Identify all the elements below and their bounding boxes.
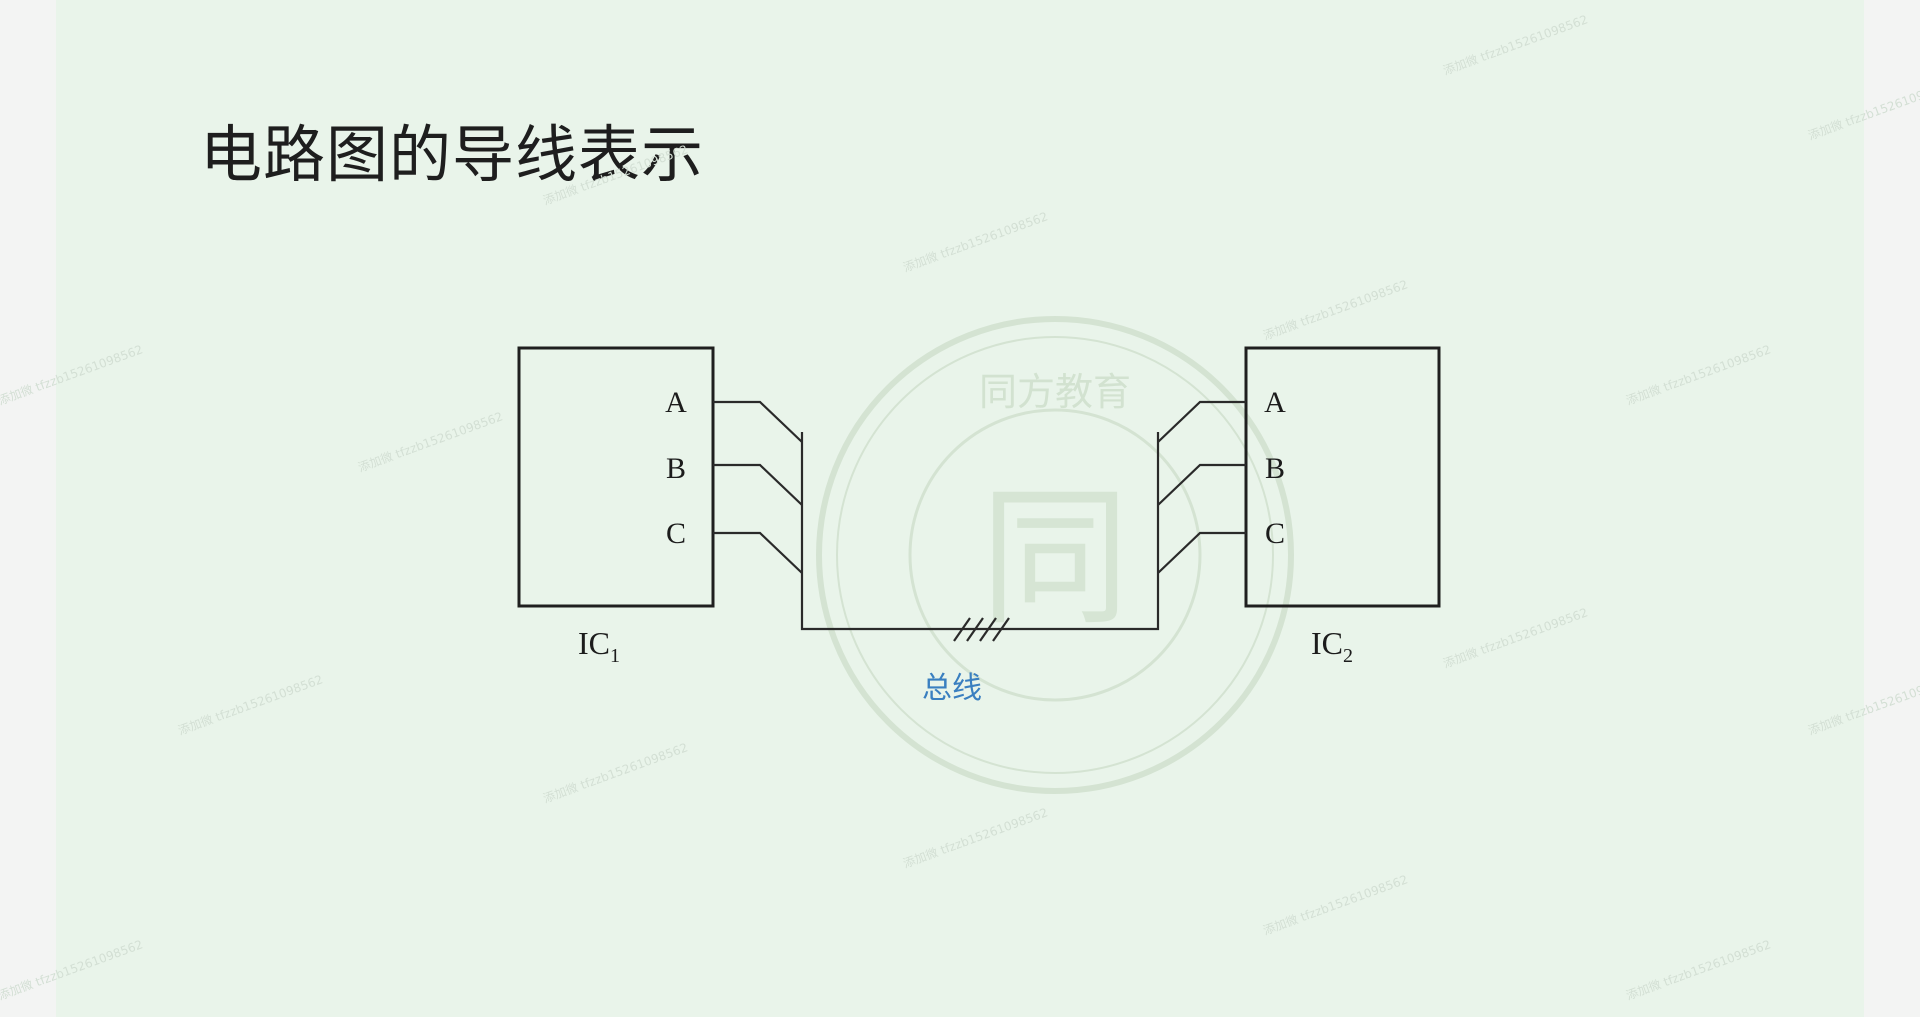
ic1-name: IC [578, 625, 610, 661]
ic2-pin-c-label: C [1265, 517, 1285, 550]
bus: 总线 [800, 432, 1160, 706]
ic2-wires [1157, 400, 1246, 574]
ic2-label: IC2 [1311, 625, 1353, 667]
bus-slash-mark [953, 617, 971, 642]
ic2-wire-a [1157, 400, 1246, 443]
ic1-pin-a-label: A [665, 386, 687, 419]
watermark-text: 添加微 tfzzb15261098562 [541, 142, 690, 207]
watermark-text: 添加微 tfzzb15261098562 [1806, 672, 1920, 737]
bus-slash-mark [966, 617, 984, 642]
ic2-pin-a-label: A [1264, 386, 1286, 419]
seal-watermark: 同方教育 同 [816, 316, 1294, 794]
seal-text: 同方教育 [979, 370, 1131, 414]
ic2-wire-b [1157, 463, 1246, 506]
watermark-text: 添加微 tfzzb15261098562 [0, 937, 145, 1002]
slide-canvas: 电路图的导线表示 [56, 0, 1864, 1017]
ic2-pin-b-label: B [1265, 452, 1285, 485]
ic1-pin-b-label: B [666, 452, 686, 485]
watermark-text: 添加微 tfzzb15261098562 [901, 805, 1050, 870]
bus-line [800, 432, 1160, 631]
seal-glyph: 同 [980, 472, 1130, 646]
watermark-text: 添加微 tfzzb15261098562 [1624, 342, 1773, 407]
ic1-body [517, 346, 715, 608]
watermark-text: 添加微 tfzzb15261098562 [1441, 605, 1590, 670]
watermark-text: 添加微 tfzzb15261098562 [901, 209, 1050, 274]
seal-center-ring [908, 408, 1202, 702]
watermark-text: 添加微 tfzzb15261098562 [176, 672, 325, 737]
slide-title: 电路图的导线表示 [200, 118, 705, 191]
ic2-subscript: 2 [1343, 645, 1353, 667]
seal-outer-ring [816, 316, 1294, 794]
watermark-text: 添加微 tfzzb15261098562 [356, 409, 505, 474]
bus-slash-mark [992, 617, 1010, 642]
seal-inner-ring [836, 336, 1274, 774]
ic2-wire-c [1157, 531, 1246, 574]
text-watermarks: 添加微 tfzzb15261098562 添加微 tfzzb1526109856… [0, 12, 1920, 1002]
ic1-chip: A B C IC1 [517, 346, 715, 667]
ic1-pin-c-label: C [666, 517, 686, 550]
watermark-text: 添加微 tfzzb15261098562 [1261, 872, 1410, 937]
bus-slash-mark [979, 617, 997, 642]
ic2-body [1244, 346, 1441, 608]
ic1-wires [713, 400, 803, 574]
ic1-wire-b [713, 463, 803, 506]
watermark-text: 添加微 tfzzb15261098562 [1806, 77, 1920, 142]
ic1-wire-a [713, 400, 803, 443]
ic1-wire-c [713, 531, 803, 574]
watermark-text: 添加微 tfzzb15261098562 [541, 740, 690, 805]
ic1-subscript: 1 [610, 645, 620, 667]
ic2-name: IC [1311, 625, 1343, 661]
watermark-text: 添加微 tfzzb15261098562 [1441, 12, 1590, 77]
watermark-text: 添加微 tfzzb15261098562 [1261, 277, 1410, 342]
watermark-text: 添加微 tfzzb15261098562 [1624, 937, 1773, 1002]
ic1-label: IC1 [578, 625, 620, 667]
ic2-chip: A B C IC2 [1244, 346, 1441, 667]
bus-label: 总线 [922, 671, 982, 706]
watermark-text: 添加微 tfzzb15261098562 [0, 342, 145, 407]
